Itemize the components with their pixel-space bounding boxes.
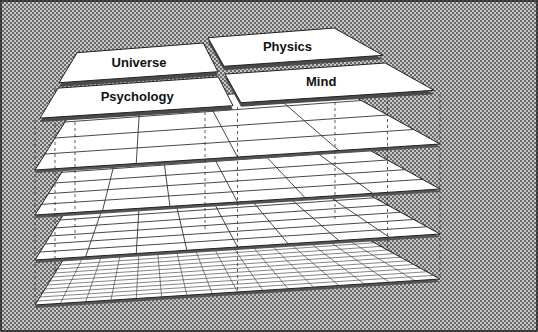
dashed-posts bbox=[35, 36, 440, 305]
grid-line bbox=[38, 275, 434, 301]
tile-label: Mind bbox=[306, 75, 336, 89]
grid-line bbox=[45, 265, 414, 290]
tile-label: Physics bbox=[263, 40, 312, 54]
tile-label: Psychology bbox=[101, 90, 174, 104]
grid-line bbox=[43, 268, 421, 293]
dashed-post bbox=[35, 120, 36, 305]
layer-tile: Mind bbox=[225, 63, 434, 108]
dashed-post bbox=[237, 107, 238, 292]
tile-face bbox=[225, 63, 434, 103]
tile-face bbox=[208, 28, 383, 66]
dashed-post bbox=[335, 36, 336, 221]
grid-line bbox=[48, 170, 405, 194]
dashed-post bbox=[440, 94, 441, 279]
grid-layers bbox=[35, 86, 440, 308]
layer-tile: Psychology bbox=[40, 77, 233, 123]
grid-line bbox=[45, 220, 414, 245]
grid-line bbox=[40, 227, 427, 252]
tile-face bbox=[40, 77, 233, 118]
grid-line bbox=[42, 179, 423, 204]
tile-label: Universe bbox=[112, 56, 167, 70]
grid-line bbox=[40, 272, 427, 297]
grid-line bbox=[45, 130, 414, 155]
tile-face bbox=[59, 43, 218, 83]
grid-line bbox=[48, 261, 408, 285]
